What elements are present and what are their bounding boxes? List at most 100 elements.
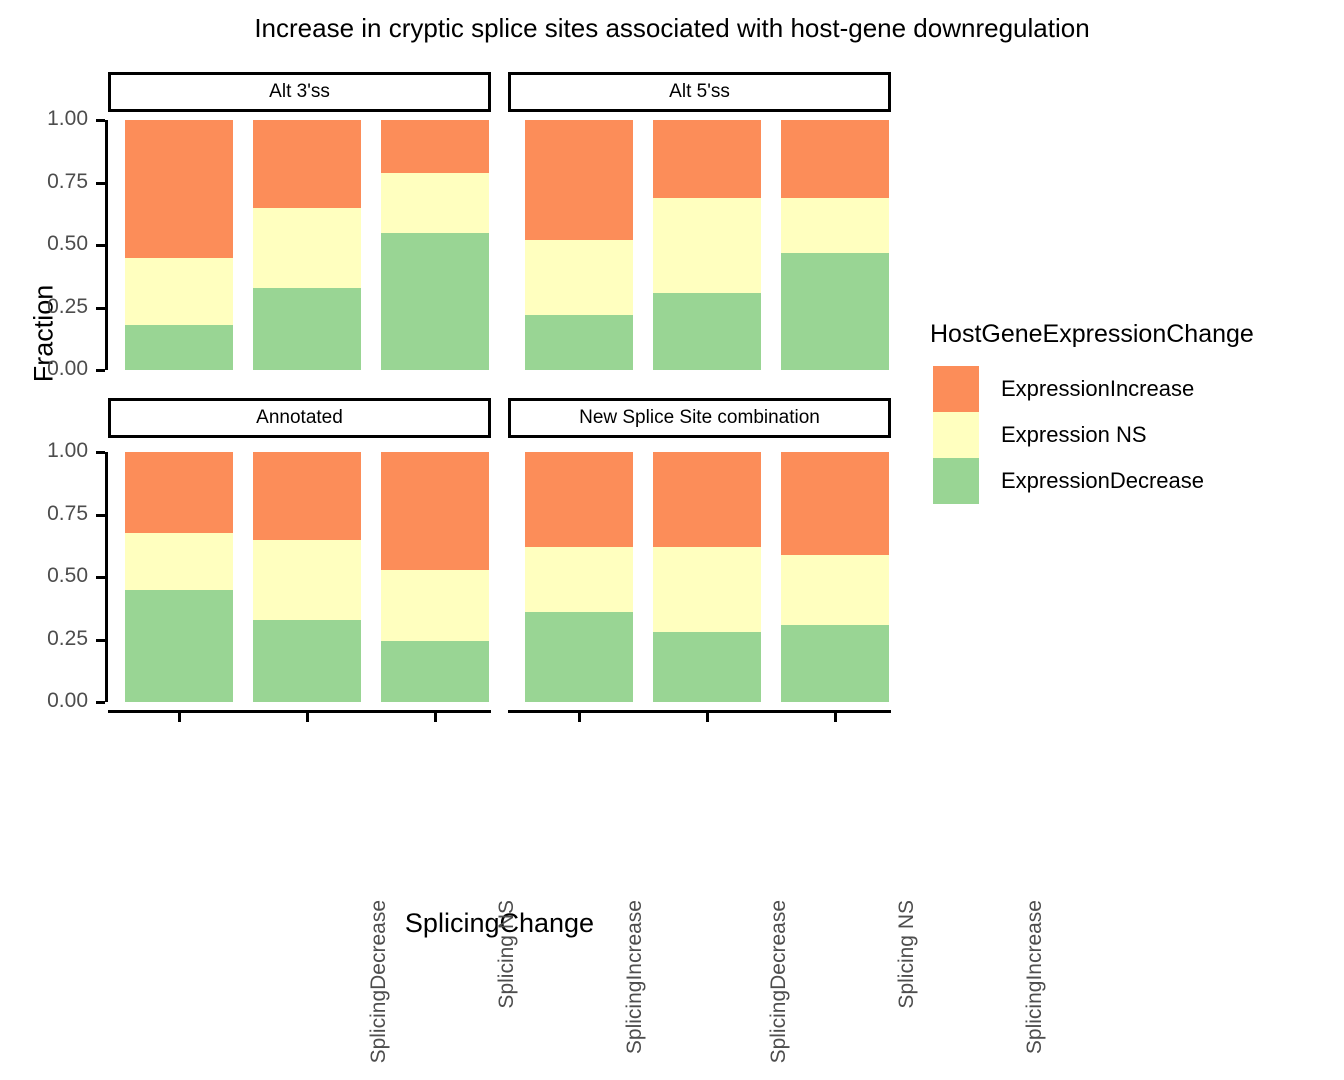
bar-segment[interactable] xyxy=(253,207,361,288)
bar-segment[interactable] xyxy=(125,120,233,258)
x-axis-tick-label: SplicingDecrease xyxy=(767,900,790,1064)
y-axis-title: Fraction xyxy=(28,284,59,383)
bar-segment[interactable] xyxy=(253,452,361,540)
facet-strip-label: Alt 5'ss xyxy=(669,81,730,102)
bar-segment[interactable] xyxy=(253,287,361,370)
legend-item-label: ExpressionDecrease xyxy=(1001,468,1204,493)
bar-segment[interactable] xyxy=(381,232,489,370)
y-axis-line xyxy=(105,452,108,702)
x-axis-line xyxy=(108,710,491,713)
stacked-bar[interactable] xyxy=(253,120,361,370)
legend-color-swatch xyxy=(933,458,979,504)
stacked-bar[interactable] xyxy=(525,452,633,702)
bar-segment[interactable] xyxy=(525,452,633,547)
facet-strip: Annotated xyxy=(108,398,491,438)
facet-strip-label: Alt 3'ss xyxy=(269,81,330,102)
y-axis-line xyxy=(105,120,108,370)
plot-area xyxy=(508,452,891,702)
bar-segment[interactable] xyxy=(781,624,889,702)
y-axis-tick xyxy=(96,369,105,372)
x-axis-tick-label: Splicing NS xyxy=(495,900,518,1009)
y-axis-tick xyxy=(96,244,105,247)
bar-segment[interactable] xyxy=(125,533,233,590)
page-title: Increase in cryptic splice sites associa… xyxy=(254,13,1090,43)
x-axis-title: SplicingChange xyxy=(404,908,595,938)
bar-segment[interactable] xyxy=(125,589,233,702)
y-axis-tick-label: 0.50 xyxy=(47,564,88,587)
bar-segment[interactable] xyxy=(653,452,761,547)
y-axis-tick xyxy=(96,306,105,310)
y-axis-tick-label: 0.75 xyxy=(47,501,88,525)
legend-item[interactable]: ExpressionDecrease xyxy=(933,458,1204,504)
plot-area xyxy=(108,120,491,370)
x-axis-tick-label: Splicing NS xyxy=(895,900,918,1009)
stacked-bar[interactable] xyxy=(653,452,761,702)
stacked-bar[interactable] xyxy=(781,452,889,702)
facet-strip: New Splice Site combination xyxy=(508,398,891,438)
chart-root: Increase in cryptic splice sites associa… xyxy=(28,13,1254,1063)
facet-strip-label: Annotated xyxy=(256,407,343,428)
x-axis-tick xyxy=(434,713,437,722)
y-axis-tick xyxy=(96,119,105,122)
y-axis-tick-label: 0.75 xyxy=(47,169,88,193)
facet-panel: New Splice Site combination xyxy=(508,398,891,702)
facet-strip-label: New Splice Site combination xyxy=(579,407,820,428)
x-axis-tick xyxy=(578,713,581,722)
y-axis-tick xyxy=(96,701,105,704)
bar-segment[interactable] xyxy=(381,640,489,702)
stacked-bar[interactable] xyxy=(653,120,761,370)
bar-segment[interactable] xyxy=(253,120,361,208)
bar-segment[interactable] xyxy=(781,120,889,198)
y-axis-tick-label: 1.00 xyxy=(47,107,88,130)
legend-item[interactable]: ExpressionIncrease xyxy=(933,366,1194,412)
y-axis-tick xyxy=(96,638,105,642)
bar-segment[interactable] xyxy=(253,619,361,702)
x-axis-tick-label: SplicingIncrease xyxy=(623,900,646,1055)
stacked-bar[interactable] xyxy=(381,452,489,702)
bar-segment[interactable] xyxy=(125,452,233,534)
y-axis-tick-label: 0.00 xyxy=(47,357,88,380)
stacked-bar[interactable] xyxy=(525,120,633,370)
stacked-bar[interactable] xyxy=(125,120,233,370)
legend-item[interactable]: Expression NS xyxy=(933,412,1147,458)
y-axis-tick-label: 0.25 xyxy=(47,294,88,318)
y-axis-tick xyxy=(96,576,105,579)
bar-segment[interactable] xyxy=(653,547,761,632)
bar-segment[interactable] xyxy=(381,120,489,173)
bar-segment[interactable] xyxy=(125,257,233,325)
bar-segment[interactable] xyxy=(653,197,761,293)
x-axis-tick-label: SplicingDecrease xyxy=(367,900,390,1064)
bar-segment[interactable] xyxy=(381,452,489,570)
bar-segment[interactable] xyxy=(525,547,633,612)
bar-segment[interactable] xyxy=(653,632,761,702)
stacked-bar[interactable] xyxy=(125,452,233,702)
stacked-bar[interactable] xyxy=(781,120,889,370)
bar-segment[interactable] xyxy=(253,539,361,620)
bar-segment[interactable] xyxy=(125,325,233,370)
facet-panel: Alt 3'ss xyxy=(108,72,491,370)
bar-segment[interactable] xyxy=(381,569,489,641)
plot-area xyxy=(508,120,891,370)
y-axis-tick xyxy=(96,181,105,185)
legend-item-label: Expression NS xyxy=(1001,422,1147,447)
x-axis-tick xyxy=(706,713,709,722)
bar-segment[interactable] xyxy=(781,197,889,253)
bar-segment[interactable] xyxy=(653,120,761,198)
stacked-bar[interactable] xyxy=(253,452,361,702)
x-axis-tick-label: SplicingIncrease xyxy=(1023,900,1046,1055)
facet-panel: Annotated xyxy=(108,398,491,702)
bar-segment[interactable] xyxy=(781,252,889,370)
bar-segment[interactable] xyxy=(525,120,633,240)
y-axis-tick xyxy=(96,513,105,517)
bar-segment[interactable] xyxy=(525,315,633,370)
y-axis-tick-label: 0.50 xyxy=(47,232,88,255)
bar-segment[interactable] xyxy=(525,240,633,315)
bar-segment[interactable] xyxy=(525,612,633,702)
y-axis-tick-label: 1.00 xyxy=(47,439,88,462)
bar-segment[interactable] xyxy=(781,452,889,555)
stacked-bar[interactable] xyxy=(381,120,489,370)
bar-segment[interactable] xyxy=(381,172,489,233)
bar-segment[interactable] xyxy=(781,554,889,625)
bar-segment[interactable] xyxy=(653,292,761,370)
facet-strip: Alt 3'ss xyxy=(108,72,491,112)
